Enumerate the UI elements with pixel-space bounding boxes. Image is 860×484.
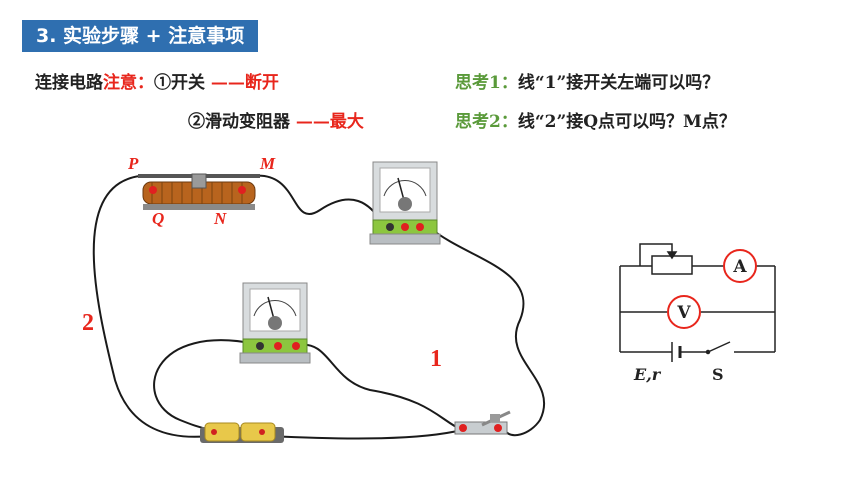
- ammeter-symbol: [723, 249, 757, 283]
- knife-switch: [454, 410, 511, 435]
- wire-1: [297, 343, 463, 431]
- think-question-1: 思考1：线“1”接开关左端可以吗？: [455, 68, 719, 93]
- label-m: M: [259, 154, 276, 173]
- think-q1-label: 思考1：: [455, 73, 518, 93]
- battery-pack: [200, 422, 284, 443]
- note-item2-value: ——最大: [295, 112, 364, 132]
- think-question-2: 思考2：线“2”接Q点可以吗？M点？: [455, 107, 736, 132]
- switch-label: S: [712, 365, 724, 384]
- wire-n-to-ammeter: [251, 174, 386, 229]
- rheostat: [138, 173, 260, 210]
- section-title: 3. 实验步骤 + 注意事项: [22, 20, 259, 52]
- voltmeter-symbol-label: V: [676, 303, 691, 323]
- voltmeter: [239, 282, 311, 364]
- label-q: Q: [152, 209, 164, 228]
- note-line-2: ②滑动变阻器 ——最大: [188, 107, 364, 132]
- label-wire-1: 1: [430, 346, 442, 372]
- label-p: P: [127, 154, 139, 173]
- note-attention: 注意：: [103, 73, 154, 93]
- note-item1-label: ①开关: [154, 73, 211, 93]
- wire-ammeter-to-switch: [429, 227, 546, 437]
- wire-battery-to-switch: [269, 429, 463, 440]
- think-q2-text: 线“2”接Q点可以吗？M点？: [517, 112, 736, 132]
- think-q1-text: 线“1”接开关左端可以吗？: [517, 73, 720, 93]
- ammeter-symbol-label: A: [732, 257, 747, 277]
- circuit-schematic: [619, 243, 776, 362]
- note-prefix: 连接电路: [35, 73, 103, 93]
- note-item2-label: ②滑动变阻器: [188, 112, 296, 132]
- think-q2-label: 思考2：: [455, 112, 518, 132]
- wire-2: [92, 175, 211, 438]
- note-line-1: 连接电路注意：①开关 ——断开: [35, 68, 279, 93]
- note-item1-value: ——断开: [210, 73, 279, 93]
- ammeter: [369, 161, 441, 245]
- source-label: E,r: [633, 365, 662, 384]
- label-wire-2: 2: [82, 310, 94, 336]
- voltmeter-symbol: [667, 295, 701, 329]
- label-n: N: [213, 209, 227, 228]
